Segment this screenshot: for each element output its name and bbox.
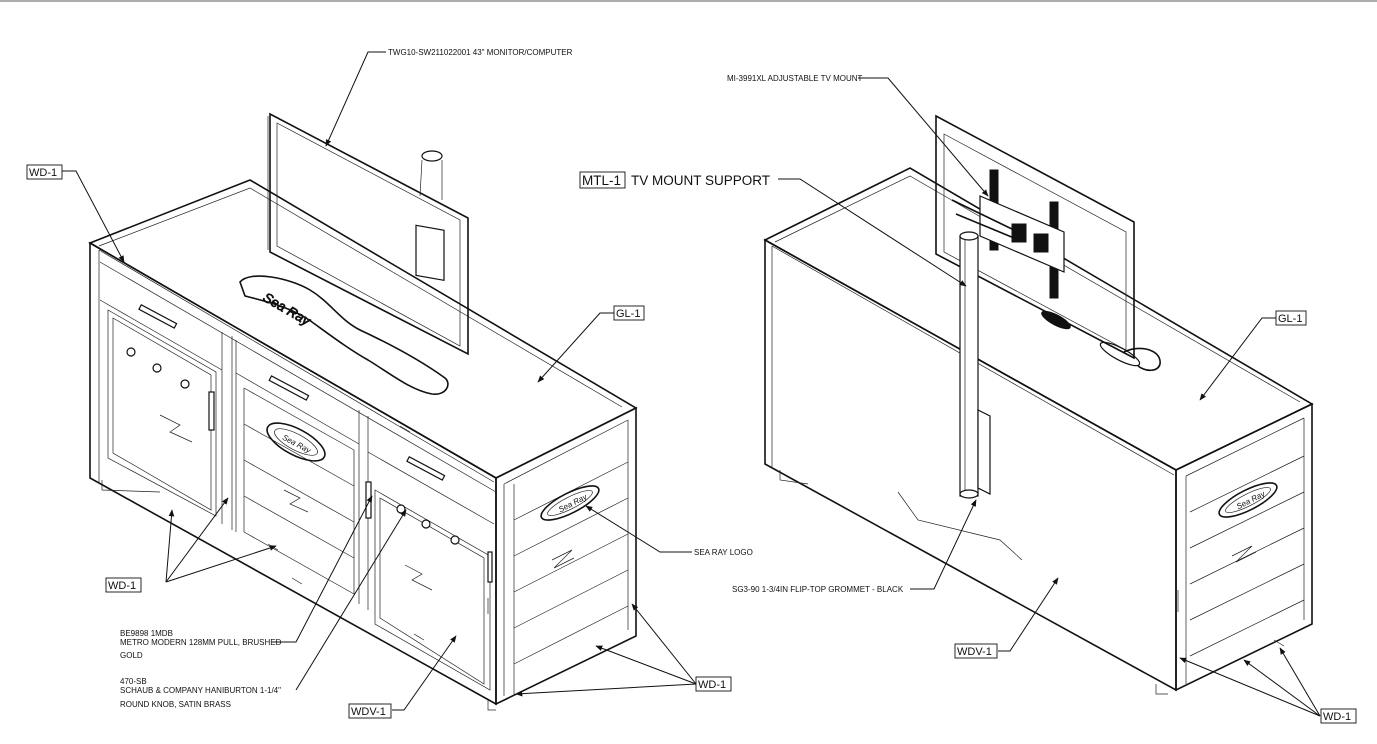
wdv1-tag-box	[348, 703, 392, 719]
pull-spec-line1: BE9898 1MDB	[120, 629, 173, 638]
wd1-tag: WD-1	[29, 167, 57, 179]
left-cabinet-side	[495, 406, 637, 706]
wdv1-tag-box-right	[954, 643, 998, 659]
left-cabinet: Sea Ray Sea Ray	[88, 112, 638, 711]
sea-ray-logo-side-rear	[1218, 482, 1278, 518]
knob	[421, 519, 431, 529]
gl1-tag-right: GL-1	[1278, 313, 1302, 325]
pull-handle	[208, 391, 215, 431]
mtl1-tag: MTL-1	[582, 173, 621, 188]
wdv1-tag: WDV-1	[351, 706, 386, 718]
mtl1-text: TV MOUNT SUPPORT	[631, 173, 770, 188]
wd1-tag-box	[26, 164, 63, 180]
tv-mount-support-pole	[959, 231, 991, 499]
sea-ray-logo-side	[540, 485, 600, 521]
right-cabinet-top	[763, 167, 1314, 471]
monitor-label: TWG10-SW211022001 43" MONITOR/COMPUTER	[388, 48, 573, 57]
callout-labels: TWG10-SW211022001 43" MONITOR/COMPUTER W…	[26, 48, 1357, 724]
svg-text:Sea Ray: Sea Ray	[261, 290, 314, 330]
sea-ray-logo-drawer	[266, 422, 326, 462]
wdv1-tag-right: WDV-1	[957, 646, 992, 658]
pull-handle	[138, 304, 178, 329]
sea-ray-logo-label: SEA RAY LOGO	[694, 548, 753, 557]
gl1-tag: GL-1	[616, 308, 640, 320]
wd1-tag-far-right: WD-1	[1323, 711, 1351, 723]
wd1-tag-bottom: WD-1	[698, 679, 726, 691]
knob-spec-line1: 470-SB	[120, 677, 147, 686]
knob	[180, 379, 190, 389]
pull-spec-line3: GOLD	[120, 651, 143, 660]
gl1-tag-box	[613, 305, 645, 321]
pull-handle	[406, 456, 446, 481]
knob	[396, 504, 406, 514]
knob	[450, 535, 460, 545]
wd1-tag-box-lower	[105, 577, 142, 593]
wd1-tag-box-bottom	[695, 676, 732, 692]
left-cabinet-top	[88, 179, 638, 479]
wd1-tag-box-far-right	[1320, 708, 1357, 724]
leader-lines	[62, 51, 1321, 717]
knob	[126, 347, 136, 357]
knob-spec-line2: SCHAUB & COMPANY HANIBURTON 1-1/4"	[120, 686, 281, 695]
monitor-back	[935, 114, 1135, 360]
grommet-label: SG3-90 1-3/4IN FLIP-TOP GROMMET - BLACK	[732, 585, 904, 594]
knob-spec-line3: ROUND KNOB, SATIN BRASS	[120, 700, 231, 709]
wd1-tag-lower: WD-1	[108, 580, 136, 592]
pull-spec-line2: METRO MODERN 128MM PULL, BRUSHED	[120, 638, 282, 647]
mtl1-tag-box	[579, 171, 626, 189]
right-cabinet-side	[1175, 402, 1313, 692]
svg-text:Sea Ray: Sea Ray	[281, 433, 313, 456]
gl1-tag-box-right	[1275, 310, 1307, 326]
knob	[152, 363, 162, 373]
pull-handle	[268, 375, 310, 401]
tv-mount-label: MI-3991XL ADJUSTABLE TV MOUNT	[727, 74, 863, 83]
monitor	[267, 112, 469, 356]
